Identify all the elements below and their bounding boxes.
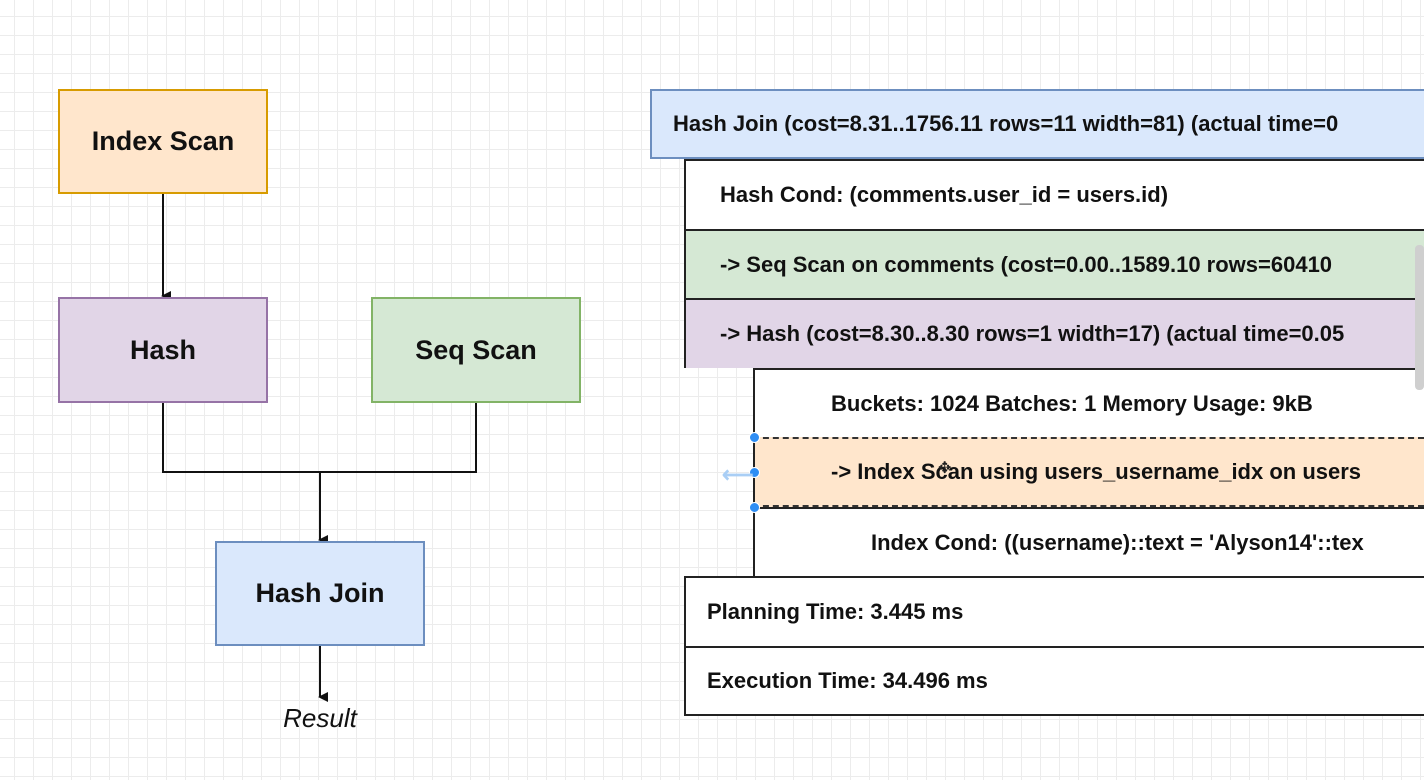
plan-row-buckets-text: Buckets: 1024 Batches: 1 Memory Usage: 9… [831, 391, 1313, 416]
selection-handle-bottom[interactable] [749, 502, 760, 513]
plan-row-seq-scan-text: -> Seq Scan on comments (cost=0.00..1589… [720, 252, 1333, 277]
index-scan-node[interactable]: Index Scan [58, 89, 268, 194]
plan-row-seq-scan[interactable]: -> Seq Scan on comments (cost=0.00..1589… [684, 229, 1424, 299]
hash-join-node[interactable]: Hash Join [215, 541, 425, 646]
selection-handle-middle[interactable] [749, 467, 760, 478]
plan-row-planning-time[interactable]: Planning Time: 3.445 ms [684, 576, 1424, 646]
plan-row-hash-text: -> Hash (cost=8.30..8.30 rows=1 width=17… [720, 321, 1345, 346]
plan-row-index-scan-text: -> Index Scan using users_username_idx o… [831, 459, 1362, 484]
move-cursor-icon: ✥ [938, 460, 952, 477]
seq-scan-node-label: Seq Scan [415, 334, 537, 365]
edge-hash-to-join [162, 403, 320, 473]
left-arrow-hint-icon[interactable]: ⟵ [722, 462, 754, 487]
plan-row-hash[interactable]: -> Hash (cost=8.30..8.30 rows=1 width=17… [684, 298, 1424, 368]
plan-row-planning-time-text: Planning Time: 3.445 ms [707, 599, 964, 624]
plan-row-execution-time-text: Execution Time: 34.496 ms [707, 668, 988, 693]
plan-row-index-scan[interactable]: -> Index Scan using users_username_idx o… [753, 437, 1424, 507]
hash-node-label: Hash [129, 334, 197, 365]
plan-row-hash-cond-text: Hash Cond: (comments.user_id = users.id) [720, 182, 1169, 207]
selection-handle-top[interactable] [749, 432, 760, 443]
hash-join-node-label: Hash Join [255, 578, 385, 608]
plan-row-hash-join-text: Hash Join (cost=8.31..1756.11 rows=11 wi… [673, 111, 1339, 136]
index-scan-node-label: Index Scan [91, 126, 235, 156]
plan-row-index-cond[interactable]: Index Cond: ((username)::text = 'Alyson1… [753, 507, 1424, 577]
plan-row-hash-join[interactable]: Hash Join (cost=8.31..1756.11 rows=11 wi… [650, 89, 1424, 159]
seq-scan-node[interactable]: Seq Scan [371, 297, 581, 403]
vertical-scrollbar[interactable] [1415, 245, 1424, 390]
plan-row-execution-time[interactable]: Execution Time: 34.496 ms [684, 646, 1424, 716]
hash-node[interactable]: Hash [58, 297, 268, 403]
plan-row-hash-cond[interactable]: Hash Cond: (comments.user_id = users.id) [684, 159, 1424, 229]
plan-row-index-cond-text: Index Cond: ((username)::text = 'Alyson1… [871, 530, 1364, 555]
edge-seq-scan-to-join [320, 403, 477, 473]
plan-row-buckets[interactable]: Buckets: 1024 Batches: 1 Memory Usage: 9… [753, 368, 1424, 438]
result-label: Result [283, 703, 357, 733]
